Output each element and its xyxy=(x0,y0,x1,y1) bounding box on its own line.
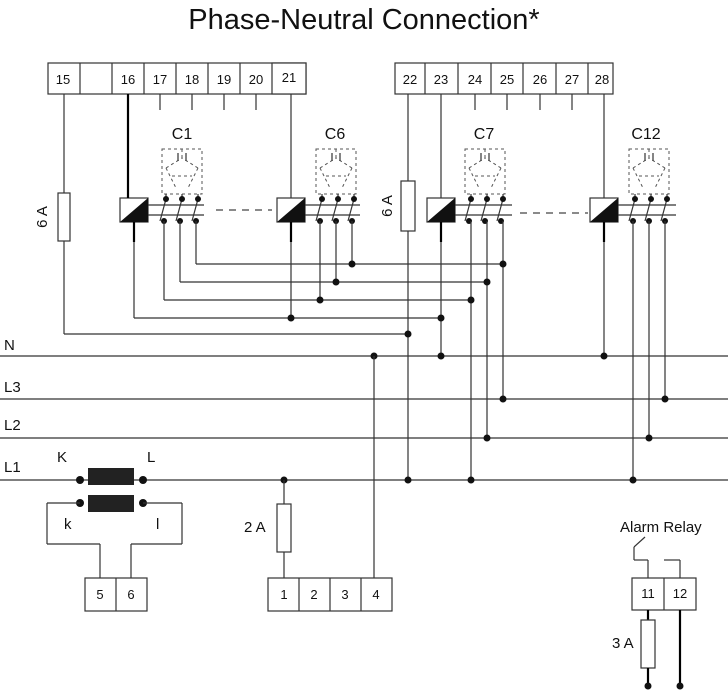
controller-c6 xyxy=(276,197,306,223)
terminal-block-right: 22 23 24 25 26 27 28 xyxy=(394,62,614,95)
fuse-middle-label: 6 A xyxy=(379,195,396,217)
terminal-18: 18 xyxy=(185,72,199,87)
terminal-3: 3 xyxy=(341,587,348,602)
terminal-28: 28 xyxy=(595,72,609,87)
current-transformer: K L k l xyxy=(46,449,183,578)
controller-c12 xyxy=(589,197,619,223)
terminal-stubs xyxy=(159,94,573,110)
capacitor-unit-c6: C6 xyxy=(276,126,360,242)
controller-c7 xyxy=(426,197,456,223)
fuse-middle-6a: 6 A xyxy=(379,94,416,480)
fuse-supply-label: 2 A xyxy=(244,519,266,536)
capacitor-label-c1: C1 xyxy=(172,126,193,143)
terminal-20: 20 xyxy=(249,72,263,87)
line-junctions xyxy=(280,352,669,484)
junction-dots xyxy=(287,260,507,338)
alarm-relay-label: Alarm Relay xyxy=(620,519,702,536)
terminal-11: 11 xyxy=(641,586,655,601)
terminal-19: 19 xyxy=(217,72,231,87)
fuse-relay-3a: 3 A xyxy=(612,610,684,690)
terminal-2: 2 xyxy=(310,587,317,602)
fuse-relay-label: 3 A xyxy=(612,635,634,652)
capacitor-label-c6: C6 xyxy=(325,126,346,143)
terminal-4: 4 xyxy=(372,587,379,602)
ct-terminal-block: 5 6 xyxy=(84,577,148,612)
ct-label-l: l xyxy=(156,516,159,533)
terminal-24: 24 xyxy=(468,72,482,87)
terminal-25: 25 xyxy=(500,72,514,87)
line-label-l3: L3 xyxy=(4,379,21,396)
supply-lines xyxy=(0,355,728,481)
terminal-6: 6 xyxy=(127,587,134,602)
controller-c1 xyxy=(119,197,149,223)
line-label-l2: L2 xyxy=(4,417,21,434)
terminal-16: 16 xyxy=(121,72,135,87)
fuse-supply-2a: 2 A xyxy=(244,480,292,578)
fuse-left-6a: 6 A xyxy=(34,94,71,334)
capacitor-unit-c1: C1 xyxy=(119,126,272,242)
ct-label-K: K xyxy=(57,449,67,466)
terminal-1: 1 xyxy=(280,587,287,602)
diagram-title: Phase-Neutral Connection* xyxy=(188,4,539,36)
capacitor-unit-c12: C12 xyxy=(589,126,676,242)
terminal-27: 27 xyxy=(565,72,579,87)
alarm-relay: Alarm Relay 11 12 xyxy=(620,519,702,611)
terminal-5: 5 xyxy=(96,587,103,602)
supply-terminal-block: 1 2 3 4 xyxy=(267,577,393,612)
line-label-l1: L1 xyxy=(4,459,21,476)
terminal-26: 26 xyxy=(533,72,547,87)
line-label-n: N xyxy=(4,337,15,354)
terminal-17: 17 xyxy=(153,72,167,87)
fuse-left-label: 6 A xyxy=(34,206,51,228)
ct-label-L: L xyxy=(147,449,155,466)
ct-label-k: k xyxy=(64,516,72,533)
terminal-12: 12 xyxy=(673,586,687,601)
terminal-21: 21 xyxy=(282,70,296,85)
terminal-23: 23 xyxy=(434,72,448,87)
control-wiring xyxy=(64,221,666,480)
capacitor-label-c7: C7 xyxy=(474,126,495,143)
terminal-15: 15 xyxy=(56,72,70,87)
terminal-block-left: 15 16 17 18 19 20 21 xyxy=(47,62,307,95)
capacitor-unit-c7: C7 xyxy=(426,126,588,242)
terminal-22: 22 xyxy=(403,72,417,87)
capacitor-label-c12: C12 xyxy=(631,126,660,143)
